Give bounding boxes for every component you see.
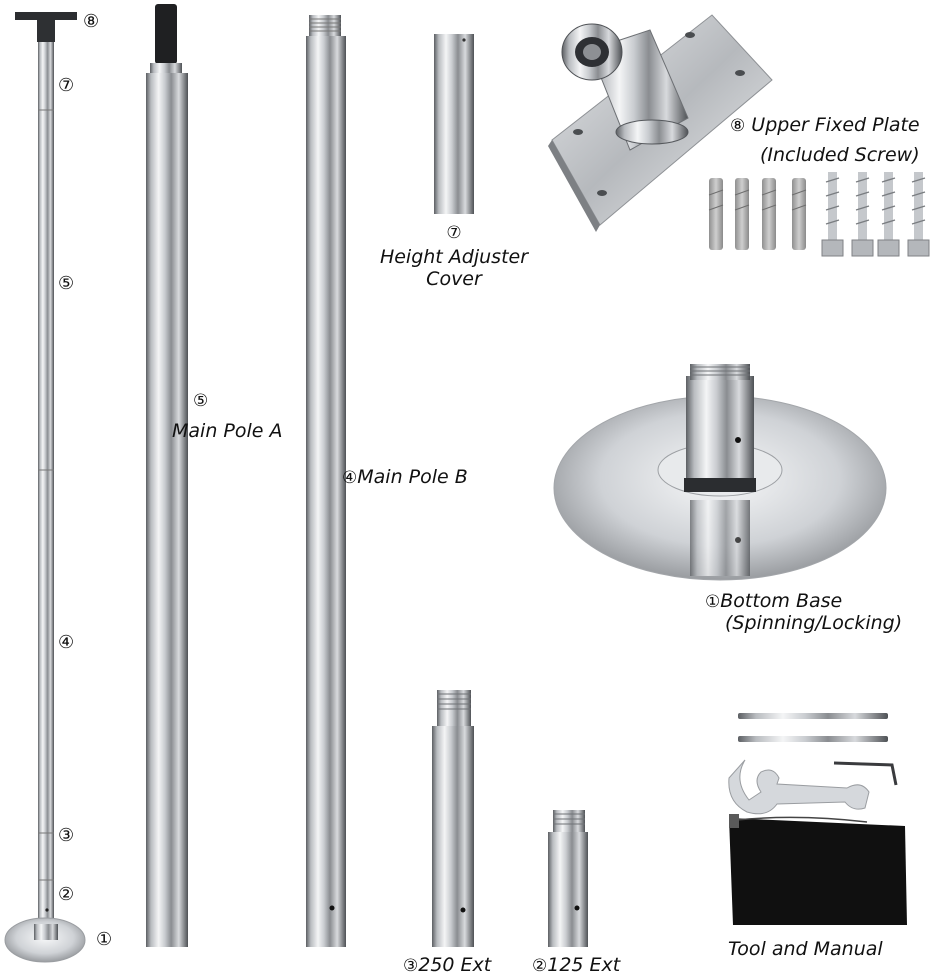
marker-ext-125: ② <box>58 884 75 905</box>
tools-label: Tool and Manual <box>728 938 883 960</box>
hex-key <box>833 761 898 786</box>
height-adjuster-number: ⑦ <box>446 223 462 243</box>
main-pole-a-label: Main Pole A <box>172 420 283 442</box>
marker-main-pole-b: ④ <box>58 632 75 653</box>
bottom-base-number: ① <box>705 592 721 612</box>
main-pole-a-number: ⑤ <box>193 391 209 411</box>
main-pole-b-text: Main Pole B <box>357 466 468 488</box>
bottom-base-label-2: (Spinning/Locking) <box>725 612 903 634</box>
main-pole-a <box>146 4 188 947</box>
bottom-base-text: Bottom Base <box>720 590 843 612</box>
marker-main-pole-a: ⑤ <box>58 273 75 294</box>
upper-plate-number: ⑧ <box>730 116 746 136</box>
wrench <box>728 759 870 815</box>
marker-ext-250: ③ <box>58 825 75 846</box>
main-pole-b-label: ④Main Pole B <box>342 466 468 489</box>
ext-125-text: 125 Ext <box>547 954 621 976</box>
upper-plate-label-1: ⑧ Upper Fixed Plate <box>730 114 920 137</box>
marker-upper-plate: ⑧ <box>83 11 100 32</box>
zipper-bag <box>729 818 907 925</box>
wall-screws <box>821 172 930 257</box>
extension-250 <box>432 690 474 947</box>
steel-rod <box>738 713 888 719</box>
bottom-base-label-1: ①Bottom Base <box>705 590 842 613</box>
upper-fixed-plate <box>548 14 773 232</box>
ext-125-label: ②125 Ext <box>532 954 620 977</box>
ext-125-number: ② <box>532 956 548 976</box>
marker-height-adjuster: ⑦ <box>58 75 75 96</box>
bottom-base <box>553 364 887 581</box>
height-adjuster-label-1: Height Adjuster <box>379 246 529 268</box>
assembled-top-plate <box>15 12 77 20</box>
ext-250-text: 250 Ext <box>418 954 492 976</box>
main-pole-b <box>306 15 346 947</box>
upper-plate-text: Upper Fixed Plate <box>751 114 920 136</box>
ext-250-label: ③250 Ext <box>403 954 491 977</box>
assembled-pole <box>4 12 86 963</box>
height-adjuster-cover <box>434 34 474 214</box>
ext-250-number: ③ <box>403 956 419 976</box>
height-adjuster-label-2: Cover <box>426 268 482 290</box>
wall-anchors <box>708 178 807 250</box>
marker-bottom-base: ① <box>96 929 113 950</box>
main-pole-b-number: ④ <box>342 468 358 488</box>
steel-rod <box>738 736 888 742</box>
upper-plate-label-2: (Included Screw) <box>760 144 920 166</box>
tool-kit <box>728 713 907 925</box>
extension-125 <box>548 810 588 947</box>
